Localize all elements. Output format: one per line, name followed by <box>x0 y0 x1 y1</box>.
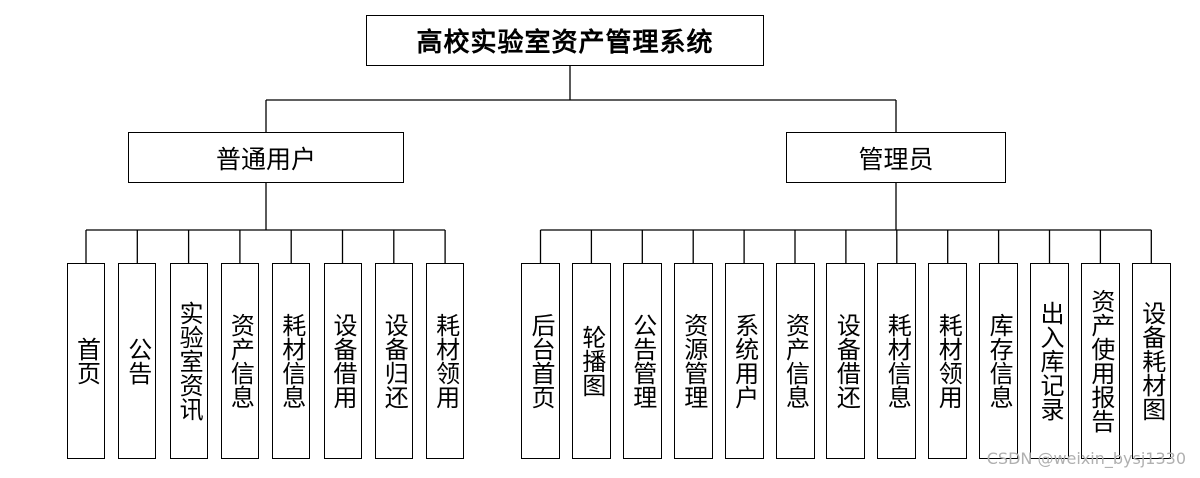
module-node: 资产信息 <box>220 263 259 459</box>
module-node: 实验室资讯 <box>169 263 208 459</box>
module-node: 首页 <box>67 263 105 459</box>
module-node: 库存信息 <box>979 263 1019 459</box>
module-node: 公告 <box>118 263 157 459</box>
module-node: 耗材领用 <box>928 263 968 459</box>
module-node: 设备归还 <box>374 263 413 459</box>
module-node: 资产信息 <box>775 263 815 459</box>
watermark: CSDN @weixin_bysj1330 <box>986 449 1186 468</box>
module-node: 设备耗材图 <box>1131 263 1171 459</box>
module-node: 出入库记录 <box>1030 263 1069 459</box>
module-node: 系统用户 <box>724 263 764 459</box>
module-node: 耗材信息 <box>272 263 311 459</box>
module-node: 耗材领用 <box>426 263 465 459</box>
module-node: 资产使用报告 <box>1080 263 1120 459</box>
module-node: 公告管理 <box>622 263 662 459</box>
module-node: 设备借还 <box>826 263 866 459</box>
module-node: 资源管理 <box>673 263 713 459</box>
root-node: 高校实验室资产管理系统 <box>366 15 764 66</box>
module-node: 轮播图 <box>571 263 611 459</box>
role-node-admin: 管理员 <box>786 132 1006 183</box>
module-node: 设备借用 <box>323 263 362 459</box>
module-node: 耗材信息 <box>877 263 917 459</box>
role-node-user: 普通用户 <box>128 132 404 183</box>
module-node: 后台首页 <box>521 263 560 459</box>
